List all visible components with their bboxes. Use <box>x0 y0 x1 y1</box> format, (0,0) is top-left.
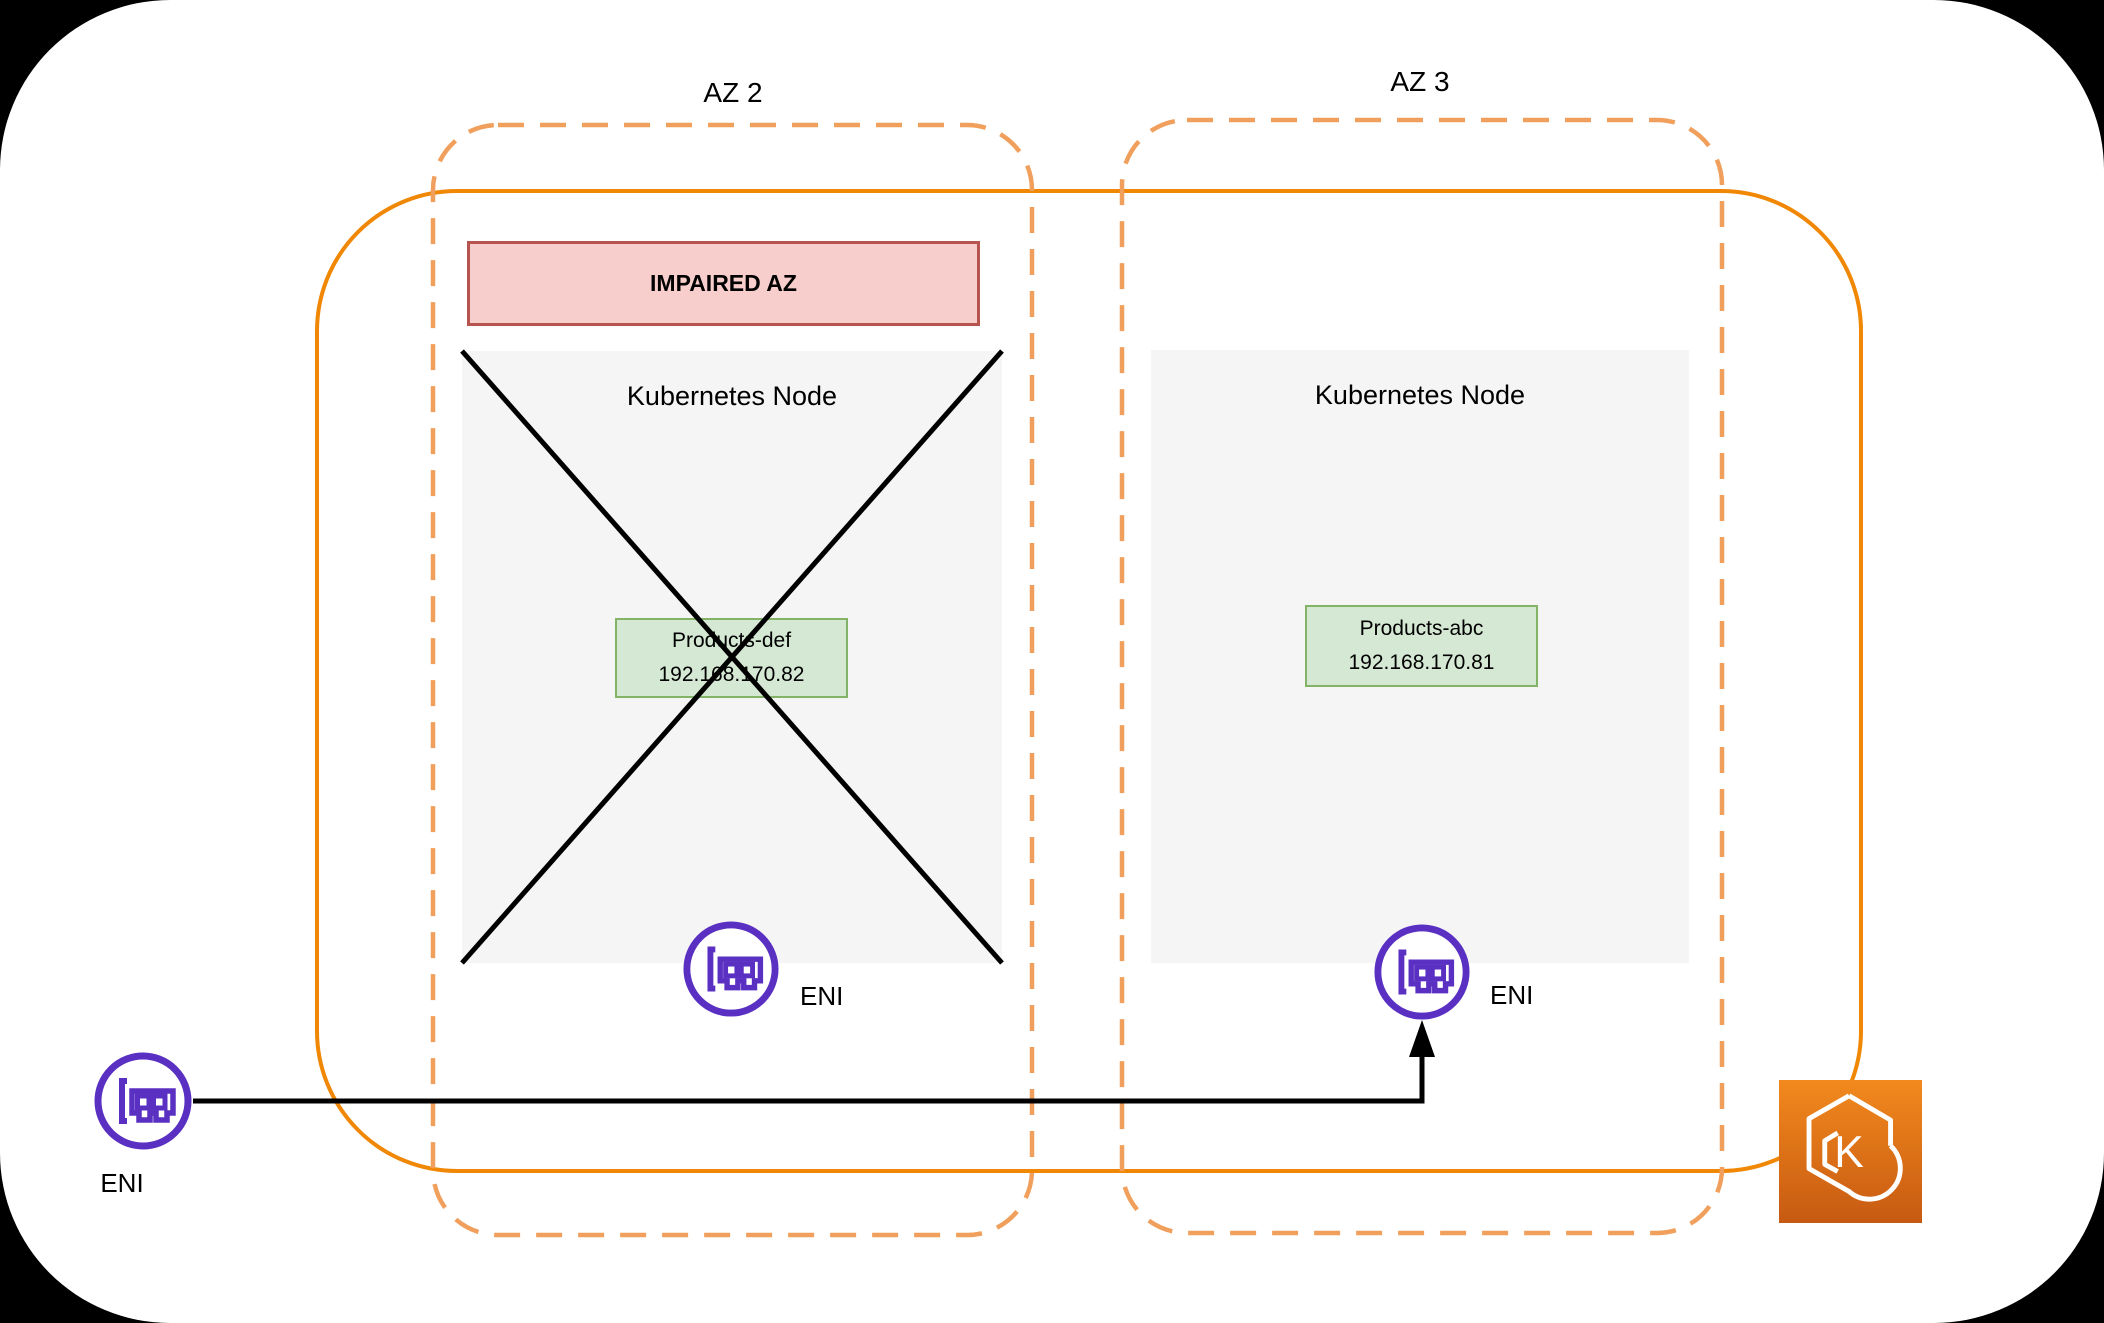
pod-products-def-name: Products-def <box>671 629 792 653</box>
eks-icon-letter: K <box>1834 1128 1864 1177</box>
eni-icon <box>683 921 779 1017</box>
network-card-glyph <box>1398 949 1455 995</box>
eni-label-left-node: ENI <box>800 981 844 1011</box>
kubernetes-node-right-title: Kubernetes Node <box>1314 380 1526 410</box>
impaired-az-banner: IMPAIRED AZ <box>467 241 980 326</box>
eks-icon: K <box>1779 1080 1922 1223</box>
eni-icon <box>1374 924 1470 1020</box>
az2-label: AZ 2 <box>703 77 763 108</box>
pod-products-def-ip: 192.168.170.82 <box>658 663 805 686</box>
pod-products-def: Products-def 192.168.170.82 <box>615 618 848 698</box>
eni-label-right-node: ENI <box>1490 980 1534 1010</box>
pod-products-abc-name: Products-abc <box>1359 617 1484 641</box>
network-card-glyph <box>707 946 764 992</box>
kubernetes-node-left-title: Kubernetes Node <box>626 381 838 411</box>
eni-label-external: ENI <box>100 1168 144 1198</box>
eni-icon <box>94 1052 192 1150</box>
pod-products-abc: Products-abc 192.168.170.81 <box>1305 605 1538 687</box>
eks-hexagon-glyph <box>1806 1093 1903 1202</box>
pod-products-abc-ip: 192.168.170.81 <box>1348 651 1495 674</box>
impaired-az-banner-text: IMPAIRED AZ <box>650 270 797 296</box>
network-card-glyph <box>119 1078 176 1124</box>
az3-label: AZ 3 <box>1390 66 1450 97</box>
